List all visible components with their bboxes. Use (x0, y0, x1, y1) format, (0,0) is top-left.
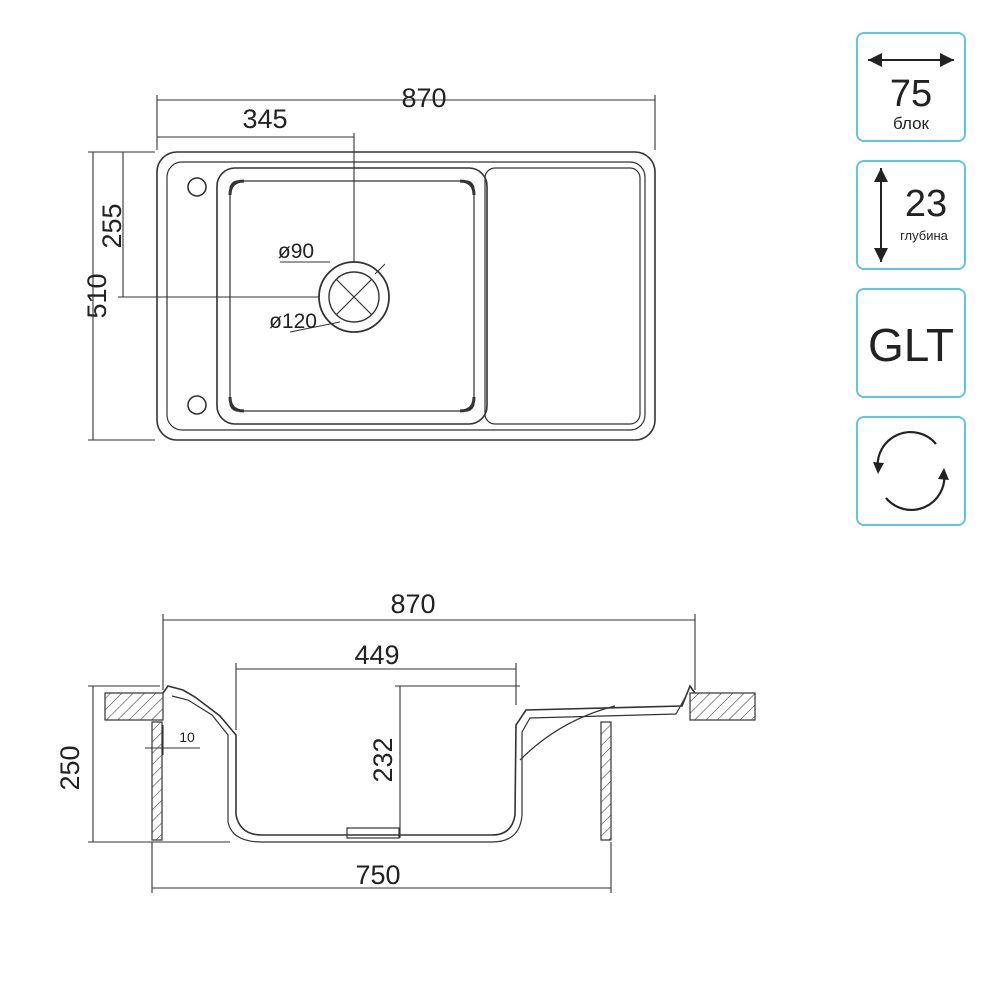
bowl-outline (216, 167, 488, 425)
material-value: GLT (867, 319, 955, 371)
sink-outline (156, 151, 656, 441)
reversible-badge (856, 416, 966, 526)
top-dim-labels: 870 345 510 255 ø90 ø120 (82, 83, 447, 333)
cabinet-size-caption: блок (893, 114, 929, 133)
drain-fitting (346, 827, 400, 839)
top-depth-label: 510 (82, 273, 112, 318)
drain-inner (328, 271, 380, 323)
drain-center-label: 255 (97, 203, 127, 248)
bowl-inner (229, 180, 475, 412)
drain-diameter-label: ø90 (278, 240, 314, 263)
horizontal-arrow-icon (868, 53, 954, 67)
rim-label: 10 (179, 729, 195, 745)
bowl-depth-label: 232 (368, 737, 398, 782)
depth-badge: 23 глубина (856, 160, 966, 270)
side-dim-labels: 870 449 232 250 750 10 (55, 589, 436, 890)
reversible-arrows-icon (873, 431, 949, 511)
material-badge: GLT (856, 288, 966, 398)
drainboard (484, 167, 641, 425)
top-view (156, 151, 656, 441)
drainboard-curve (519, 705, 616, 761)
sink-profile-inner (171, 695, 687, 843)
depth-caption: глубина (900, 228, 948, 243)
total-height-label: 250 (55, 745, 85, 790)
bowl-corner (228, 179, 245, 196)
side-dimensions (88, 614, 696, 893)
bowl-corner (459, 396, 476, 413)
side-view (162, 684, 696, 843)
bowl-corner (228, 396, 245, 413)
cabinet-wall-left (151, 721, 163, 841)
sink-rim (166, 161, 646, 431)
cabinet-wall-right (600, 721, 612, 841)
side-width-label: 870 (390, 589, 435, 619)
top-dimensions (88, 95, 656, 441)
countertop-right (689, 692, 756, 721)
sink-profile-outer (162, 684, 696, 836)
tap-hole (187, 395, 207, 415)
bowl-corner (459, 179, 476, 196)
cabinet-width-label: 750 (355, 860, 400, 890)
top-width-label: 870 (401, 83, 446, 113)
cabinet-size-badge: 75 блок (856, 32, 966, 142)
depth-value: 23 (904, 183, 948, 225)
countertop (104, 692, 756, 841)
tap-hole (187, 177, 207, 197)
countertop-left (104, 692, 164, 721)
bowl-width-label: 449 (354, 640, 399, 670)
cabinet-size-value: 75 (889, 73, 933, 115)
drain-offset-label: 345 (242, 104, 287, 134)
outlet-diameter-label: ø120 (269, 310, 317, 333)
vertical-arrow-icon (874, 168, 888, 262)
